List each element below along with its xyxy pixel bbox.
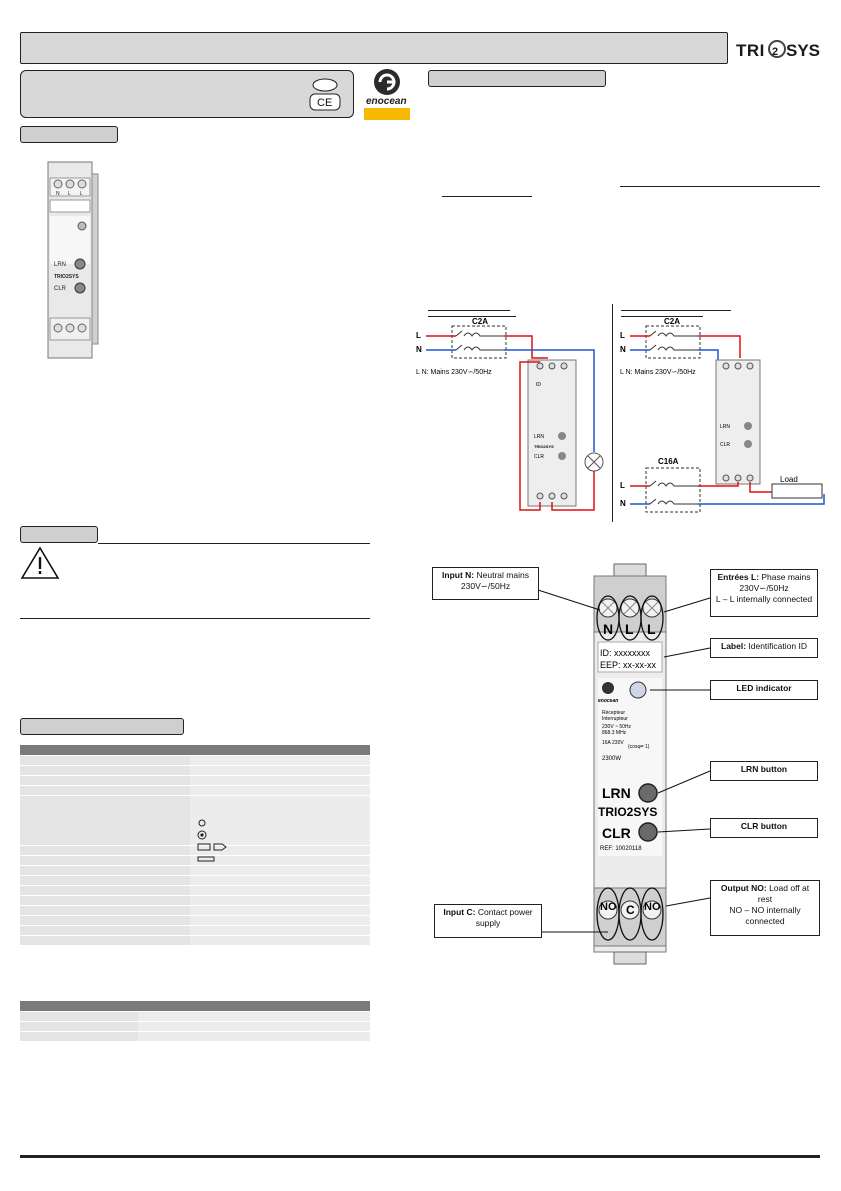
enocean-text: enocean xyxy=(366,96,407,107)
callout-entrees-l: Entrées L: Phase mains 230V∽/50Hz L – L … xyxy=(710,569,818,617)
breaker-label-left: C2A xyxy=(472,317,488,326)
section-tab-specifications xyxy=(20,718,184,735)
wiring-diagram-left: C2A L N L N: Mains 230V∽/50Hz ID LRN TRI… xyxy=(412,314,612,522)
header-title-bar xyxy=(20,32,728,64)
device-rating-text: 16A 230V xyxy=(602,740,624,746)
device-product-line-4: 868.3 MHz xyxy=(602,730,627,736)
spec-table-2-header xyxy=(20,1001,370,1012)
section-tab-description xyxy=(20,126,118,143)
wiring-diagram-right: C2A L N L N: Mains 230V∽/50Hz LRN CLR C1… xyxy=(616,314,828,522)
svg-text:CLR: CLR xyxy=(54,286,67,292)
ce-mark-badge: CE xyxy=(307,76,343,112)
diagram-caption-right xyxy=(621,310,731,311)
device-lrn-label: LRN xyxy=(602,785,631,801)
line-label-l2-right: L xyxy=(620,481,625,490)
device-cos-text: (cosφ= 1) xyxy=(628,744,650,750)
svg-text:TRIO2SYS: TRIO2SYS xyxy=(54,274,79,280)
svg-text:ID: ID xyxy=(536,382,541,388)
enocean-logo: enocean xyxy=(362,66,412,122)
line-label-l: L xyxy=(416,331,421,340)
svg-text:N: N xyxy=(56,191,60,197)
breaker-label-right: C2A xyxy=(664,317,680,326)
svg-text:enocean: enocean xyxy=(598,698,618,704)
device-id-text: ID: xxxxxxxx xyxy=(600,648,651,658)
terminal-n: N xyxy=(603,621,613,637)
device-diagram: N L L ID: xxxxxxxx EEP: xx-xx-xx enocean… xyxy=(590,562,670,966)
device-eep-text: EEP: xx-xx-xx xyxy=(600,660,657,670)
svg-text:CLR: CLR xyxy=(720,442,730,448)
callout-lrn: LRN button xyxy=(710,761,818,781)
clr-button[interactable] xyxy=(638,822,658,842)
callout-input-c: Input C: Contact power supply xyxy=(434,904,542,938)
wiring-caption-left-1 xyxy=(442,196,532,197)
safety-divider-bottom xyxy=(20,618,370,619)
product-title-box xyxy=(20,70,354,118)
device-product-line-3: 230V ~ 50Hz xyxy=(602,724,632,730)
load-label: Load xyxy=(780,475,798,484)
terminal-no1: NO xyxy=(600,901,617,913)
svg-text:LRN: LRN xyxy=(54,262,66,268)
callout-output-no: Output NO: Load off at rest NO – NO inte… xyxy=(710,880,820,936)
footer-rule xyxy=(20,1155,820,1158)
section-tab-safety xyxy=(20,526,98,543)
mains-text-right: L N: Mains 230V∽/50Hz xyxy=(620,369,696,376)
svg-text:TRI: TRI xyxy=(736,41,765,60)
section-tab-wiring xyxy=(428,70,606,87)
diagram-separator xyxy=(612,304,613,522)
svg-text:L: L xyxy=(68,191,71,197)
callout-input-n: Input N: Neutral mains 230V∽/50Hz xyxy=(432,567,539,600)
spec-table xyxy=(20,745,370,946)
svg-text:2: 2 xyxy=(772,46,778,58)
svg-text:LRN: LRN xyxy=(720,424,730,430)
mains-text-left: L N: Mains 230V∽/50Hz xyxy=(416,369,492,376)
svg-text:L: L xyxy=(80,191,83,197)
wiring-caption-right-1 xyxy=(620,186,820,187)
spec-table-header xyxy=(20,745,370,756)
device-power-text: 2300W xyxy=(602,756,621,762)
brand-logo: TRI 2 SYS xyxy=(736,36,826,62)
spec-icons xyxy=(196,817,256,865)
diagram-caption-left-2 xyxy=(428,316,516,317)
svg-text:TRIO2SYS: TRIO2SYS xyxy=(534,444,554,449)
ce-mark-text: CE xyxy=(317,97,332,109)
device-clr-label: CLR xyxy=(602,825,631,841)
terminal-c: C xyxy=(626,903,635,917)
line-label-n2-right: N xyxy=(620,499,626,508)
diagram-caption-left xyxy=(428,310,510,311)
svg-text:SYS: SYS xyxy=(786,41,820,60)
diagram-caption-right-2 xyxy=(621,316,703,317)
svg-text:CLR: CLR xyxy=(534,454,544,460)
terminal-l2: L xyxy=(647,621,656,637)
terminal-l1: L xyxy=(625,621,634,637)
warning-icon xyxy=(20,546,60,580)
device-brand-text: TRIO2SYS xyxy=(598,805,657,819)
terminal-no2: NO xyxy=(644,901,661,913)
lrn-button[interactable] xyxy=(638,783,658,803)
line-label-n: N xyxy=(416,345,422,354)
safety-divider-top xyxy=(98,543,370,544)
callout-clr: CLR button xyxy=(710,818,818,838)
callout-label-id: Label: Identification ID xyxy=(710,638,818,658)
line-label-n-right: N xyxy=(620,345,626,354)
spec-table-2 xyxy=(20,1001,370,1042)
callout-led: LED indicator xyxy=(710,680,818,700)
product-photo: N L L LRN TRIO2SYS CLR xyxy=(40,160,100,360)
line-label-l-right: L xyxy=(620,331,625,340)
breaker2-label-right: C16A xyxy=(658,457,679,466)
svg-text:LRN: LRN xyxy=(534,434,544,440)
device-ref-text: REF: 10020118 xyxy=(600,846,642,852)
device-product-line-1: Récepteur xyxy=(602,710,625,716)
device-product-line-2: Interrupteur xyxy=(602,716,628,722)
